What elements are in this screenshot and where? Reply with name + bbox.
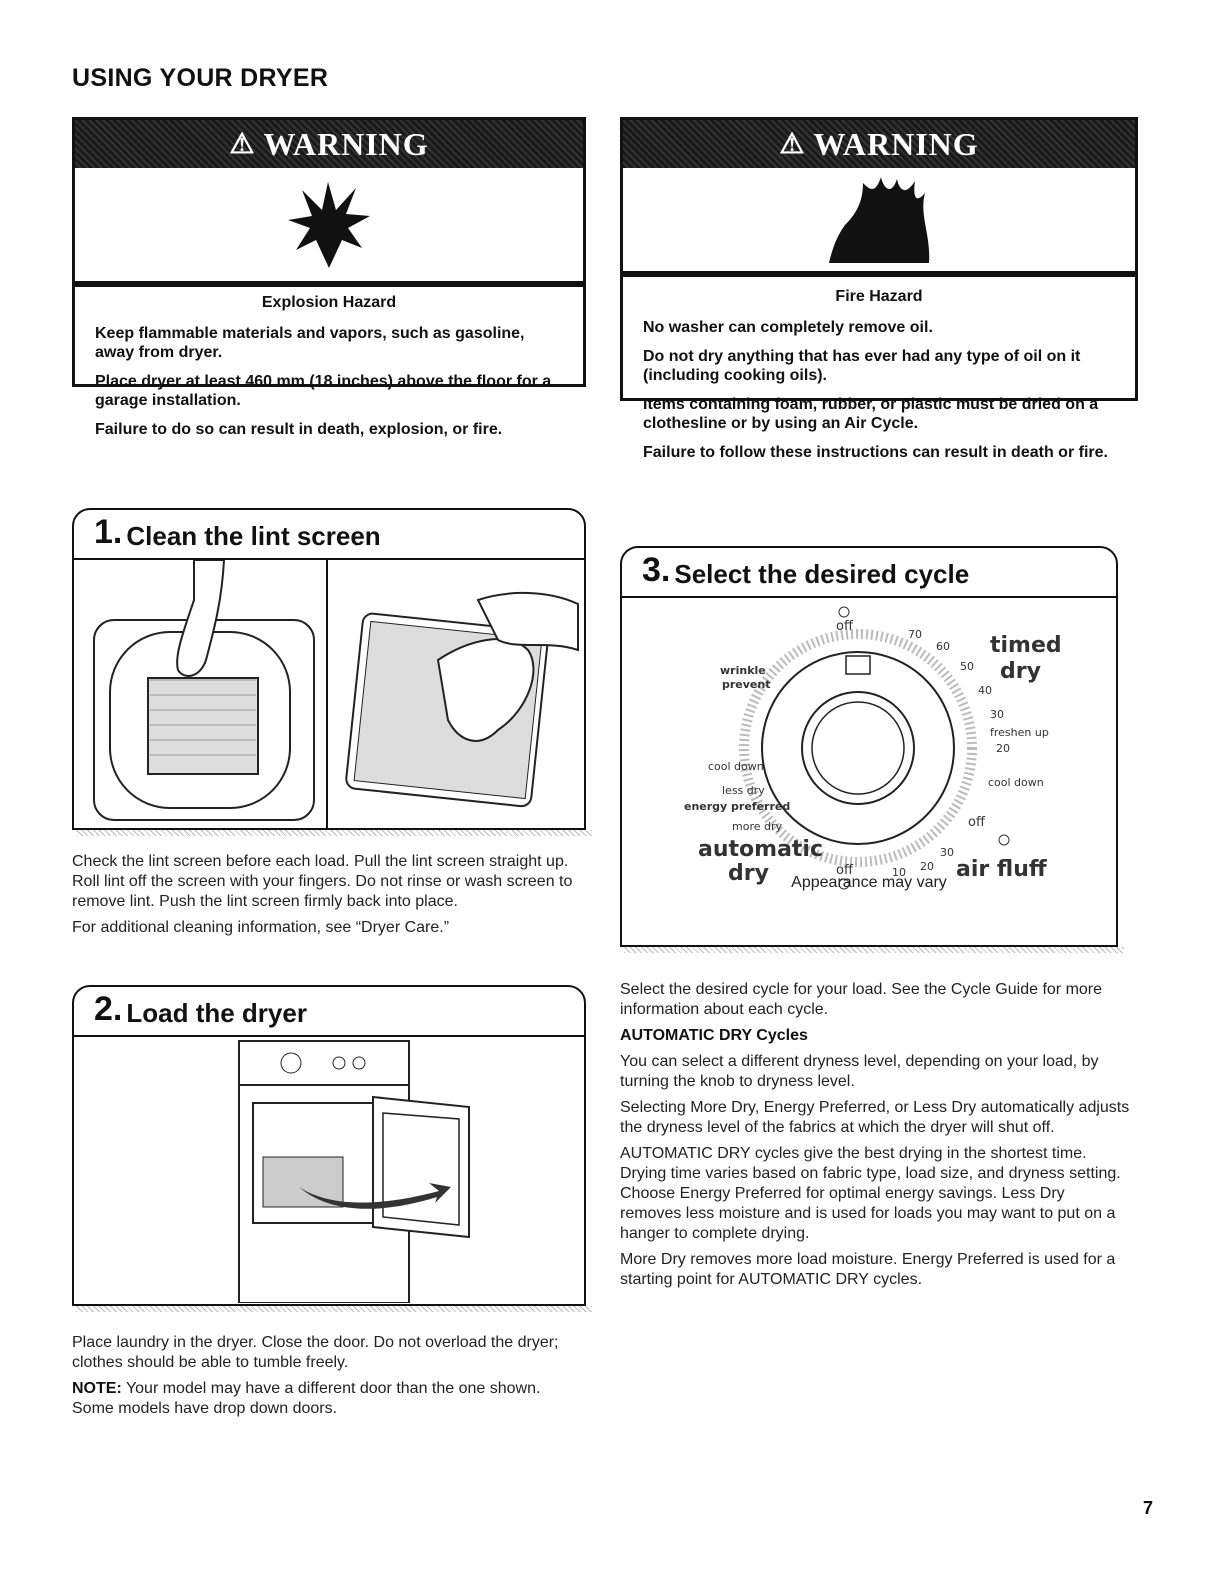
warning-line: Failure to follow these instructions can… <box>643 444 1108 461</box>
step1-paragraph: Check the lint screen before each load. … <box>72 853 573 910</box>
lint-screen-pull-illustration <box>74 559 328 830</box>
dial-t70: 70 <box>908 628 922 641</box>
dial-timed: timed <box>990 633 1062 658</box>
warning-header-text: WARNING <box>263 125 429 162</box>
step1-paragraph: For additional cleaning information, see… <box>72 919 450 936</box>
dial-less-dry: less dry <box>722 784 765 797</box>
explosion-icon <box>75 168 583 284</box>
page-number: 7 <box>1142 1498 1153 1518</box>
dial-t50: 50 <box>960 660 974 673</box>
warning-line: Keep flammable materials and vapors, suc… <box>95 325 525 361</box>
dial-prevent: prevent <box>722 678 770 691</box>
step1-title: 1. Clean the lint screen <box>74 510 584 560</box>
dial-a10: 10 <box>892 866 906 879</box>
warning-line: No washer can completely remove oil. <box>643 319 933 336</box>
dial-a20: 20 <box>920 860 934 873</box>
dial-off-top: off <box>836 619 854 634</box>
fire-warning-text: Fire Hazard No washer can completely rem… <box>620 277 1138 461</box>
dial-timed-dry: dry <box>1000 659 1041 684</box>
step-shadow <box>76 1306 592 1312</box>
step1-text: Check the lint screen before each load. … <box>72 852 586 944</box>
explosion-warning-box: ⚠ WARNING <box>72 117 586 287</box>
cycle-dial-illustration: off timed dry 70 60 50 40 30 freshen up … <box>622 598 1116 898</box>
dial-t30: 30 <box>990 708 1004 721</box>
step3-paragraph: AUTOMATIC DRY cycles give the best dryin… <box>620 1145 1121 1242</box>
step1-box: 1. Clean the lint screen <box>72 508 586 830</box>
explosion-warning-text: Explosion Hazard Keep flammable material… <box>72 287 586 438</box>
dial-off-bottom: off <box>836 863 854 878</box>
dial-cool-down-right: cool down <box>988 776 1044 789</box>
dial-more-dry: more dry <box>732 820 782 833</box>
step3-text: Select the desired cycle for your load. … <box>620 980 1130 1296</box>
dial-a30: 30 <box>940 846 954 859</box>
note-text: Your model may have a different door tha… <box>72 1380 541 1417</box>
step3-paragraph: More Dry removes more load moisture. Ene… <box>620 1251 1116 1288</box>
fire-icon <box>623 168 1135 274</box>
step3-title-text: Select the desired cycle <box>674 559 970 589</box>
step1-title-text: Clean the lint screen <box>126 521 381 551</box>
step3-paragraph: You can select a different dryness level… <box>620 1053 1099 1090</box>
warning-line: Place dryer at least 460 mm (18 inches) … <box>95 373 552 409</box>
step3-box: 3. Select the desired cycle off timed dr… <box>620 546 1118 947</box>
dryer-load-illustration <box>74 1037 584 1303</box>
dial-energy-preferred: energy preferred <box>684 800 790 813</box>
dial-automatic: automatic <box>698 837 823 862</box>
appearance-caption: Appearance may vary <box>791 874 947 891</box>
hazard-name: Fire Hazard <box>835 288 923 305</box>
step-shadow <box>76 830 592 836</box>
step2-title-text: Load the dryer <box>126 998 307 1028</box>
step3-intro: Select the desired cycle for your load. … <box>620 981 1103 1018</box>
dial-cool-down-left: cool down <box>708 760 764 773</box>
step1-number: 1. <box>94 513 123 551</box>
step2-paragraph: Place laundry in the dryer. Close the do… <box>72 1334 559 1371</box>
step3-title: 3. Select the desired cycle <box>622 548 1116 598</box>
step2-note: NOTE: Your model may have a different do… <box>72 1379 586 1419</box>
step2-text: Place laundry in the dryer. Close the do… <box>72 1333 586 1425</box>
warning-header: ⚠ WARNING <box>623 120 1135 168</box>
hazard-name: Explosion Hazard <box>261 294 397 311</box>
step-shadow <box>624 947 1124 953</box>
dial-wrinkle: wrinkle <box>720 664 766 677</box>
dial-t20: 20 <box>996 742 1010 755</box>
step2-title: 2. Load the dryer <box>74 987 584 1037</box>
dial-automatic-dry: dry <box>728 861 769 886</box>
dial-freshen-up: freshen up <box>990 726 1049 739</box>
dial-t40: 40 <box>978 684 992 697</box>
warning-triangle-icon: ⚠ <box>779 129 806 160</box>
warning-line: Failure to do so can result in death, ex… <box>95 421 503 438</box>
page-title: USING YOUR DRYER <box>72 64 329 92</box>
warning-header-text: WARNING <box>813 125 979 162</box>
fire-warning-box: ⚠ WARNING <box>620 117 1138 277</box>
step3-subhead: AUTOMATIC DRY Cycles <box>620 1027 808 1044</box>
step3-number: 3. <box>642 551 671 589</box>
dial-t60: 60 <box>936 640 950 653</box>
warning-triangle-icon: ⚠ <box>229 129 256 160</box>
step2-box: 2. Load the dryer <box>72 985 586 1306</box>
warning-line: Items containing foam, rubber, or plasti… <box>643 396 1099 432</box>
warning-line: Do not dry anything that has ever had an… <box>643 348 1081 384</box>
step3-paragraph: Selecting More Dry, Energy Preferred, or… <box>620 1099 1130 1136</box>
dial-air-fluff: air fluff <box>956 857 1048 882</box>
lint-screen-roll-illustration <box>328 560 584 830</box>
step2-number: 2. <box>94 990 123 1028</box>
dial-off-right: off <box>968 815 986 830</box>
note-label: NOTE: <box>72 1380 122 1397</box>
warning-header: ⚠ WARNING <box>75 120 583 168</box>
